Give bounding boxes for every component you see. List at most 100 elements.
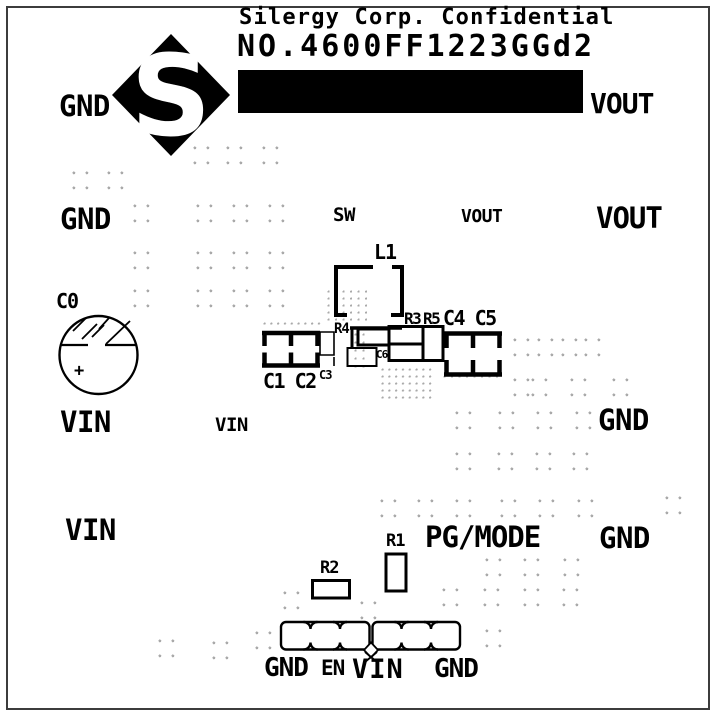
refdes-c3: C3	[319, 368, 332, 382]
net-label-sw: SW	[333, 204, 355, 226]
via-dot-cluster	[665, 496, 682, 515]
via-dot-cluster	[485, 558, 502, 577]
conn-label-gnd-left: GND	[264, 653, 309, 683]
c6-capacitor-footprint	[346, 347, 378, 367]
via-dot-cluster	[455, 452, 472, 471]
via-dot-cluster	[196, 289, 213, 308]
via-dot-cluster	[417, 499, 434, 518]
refdes-l1: L1	[374, 240, 397, 264]
via-dot-cluster	[255, 631, 272, 650]
via-dot-cluster	[612, 378, 629, 397]
via-dot-cluster	[563, 558, 580, 577]
confidential-title: Silergy Corp. Confidential	[239, 5, 615, 30]
via-dot-cluster	[232, 289, 249, 308]
net-label-vin-left: VIN	[60, 405, 111, 439]
via-dot-cluster	[72, 171, 89, 190]
silergy-logo: S	[112, 32, 230, 162]
via-dot-cluster	[133, 289, 150, 308]
net-label-pg-mode: PG/MODE	[425, 520, 541, 554]
via-dot-cluster	[262, 146, 279, 165]
via-dot-cluster	[232, 251, 249, 270]
c4-c5-capacitor-footprints	[444, 331, 502, 377]
refdes-r3: R3	[404, 309, 422, 328]
via-dot-cluster	[523, 558, 540, 577]
via-dot-cluster	[572, 452, 589, 471]
refdes-r5: R5	[423, 309, 441, 328]
via-dot-cluster	[354, 333, 366, 369]
via-dot-cluster	[133, 204, 150, 223]
refdes-c0: C0	[56, 289, 79, 313]
c1-c2-capacitor-footprints	[262, 330, 320, 368]
via-dot-cluster	[513, 338, 530, 357]
net-label-gnd-right: GND	[598, 403, 649, 437]
via-dot-cluster	[577, 499, 594, 518]
via-dot-cluster	[483, 588, 500, 607]
via-dot-cluster	[196, 251, 213, 270]
top-copper-bar	[238, 70, 583, 113]
via-dot-cluster	[268, 289, 285, 308]
refdes-c4-c5: C4 C5	[443, 306, 497, 330]
via-dot-cluster	[107, 171, 124, 190]
net-label-vout-right: VOUT	[596, 201, 663, 235]
refdes-r1: R1	[386, 531, 406, 551]
via-dot-cluster	[455, 411, 472, 430]
via-dot-cluster	[283, 591, 300, 610]
via-dot-cluster	[500, 499, 517, 518]
r1-resistor-footprint	[384, 552, 408, 593]
via-dot-cluster	[575, 411, 592, 430]
via-dot-cluster	[561, 338, 578, 357]
conn-label-en: EN	[321, 656, 345, 680]
via-dot-cluster	[570, 378, 587, 397]
refdes-r2: R2	[320, 558, 340, 578]
c3-capacitor-footprint	[319, 331, 335, 366]
connector-pin1-marker	[362, 641, 380, 663]
conn-label-vin: VIN	[352, 654, 404, 685]
via-dot-cluster	[158, 639, 175, 658]
c0-polarity-mark: +	[74, 361, 84, 381]
via-dot-cluster	[498, 411, 515, 430]
via-dot-cluster	[485, 629, 502, 648]
via-dot-cluster	[442, 588, 459, 607]
via-dot-cluster	[513, 378, 530, 397]
net-label-vin-center: VIN	[215, 414, 248, 436]
via-dot-cluster	[584, 338, 601, 357]
board-outline	[6, 6, 710, 710]
l1-inductor-footprint	[334, 265, 404, 317]
via-dot-cluster	[327, 290, 368, 322]
net-label-gnd-left: GND	[60, 202, 111, 236]
via-dot-cluster	[497, 452, 514, 471]
via-dot-cluster	[381, 368, 432, 400]
bottom-pin-header-footprint	[279, 620, 462, 663]
via-dot-cluster	[193, 146, 210, 165]
via-dot-cluster	[226, 146, 243, 165]
refdes-c1-c2: C1 C2	[263, 369, 317, 393]
c0-capacitor-footprint: +	[58, 314, 139, 396]
via-dot-cluster	[232, 204, 249, 223]
silergy-logo-letter: S	[131, 32, 212, 162]
refdes-c6: C6	[376, 348, 388, 361]
via-dot-cluster	[531, 378, 548, 397]
via-dot-cluster	[536, 411, 553, 430]
via-dot-cluster	[133, 251, 150, 270]
via-dot-cluster	[455, 499, 472, 518]
via-dot-cluster	[360, 601, 377, 620]
net-label-gnd-right-lower: GND	[599, 521, 650, 555]
board-number: NO.4600FF1223GGd2	[237, 29, 596, 64]
refdes-r4: R4	[334, 321, 350, 337]
ic-r3-r4-r5-footprints	[350, 325, 445, 362]
via-dot-cluster	[538, 499, 555, 518]
via-dot-cluster	[212, 641, 229, 660]
via-dot-cluster	[523, 588, 540, 607]
conn-label-gnd-right: GND	[434, 654, 479, 684]
net-label-vout-center: VOUT	[461, 206, 503, 227]
via-dot-cluster	[268, 251, 285, 270]
r2-resistor-footprint	[311, 579, 351, 600]
via-dot-cluster	[196, 204, 213, 223]
via-dot-cluster	[268, 204, 285, 223]
via-dot-cluster	[537, 338, 554, 357]
via-dot-cluster	[263, 322, 321, 326]
via-dot-cluster	[535, 452, 552, 471]
net-label-vin-left-lower: VIN	[65, 513, 116, 547]
